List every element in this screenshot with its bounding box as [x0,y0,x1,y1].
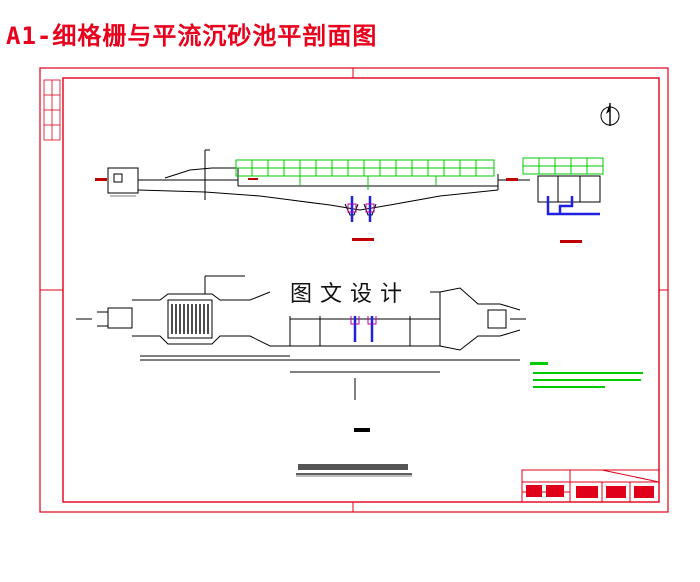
plan-marker [354,428,370,432]
section-hatch [108,192,431,205]
watermark: 图文设计 [270,268,430,316]
handrail-main [235,159,495,190]
detail-pipes [546,196,600,216]
plan-view [97,275,521,400]
notes-block [530,362,643,388]
detail-handrail [522,157,604,175]
screen-bars [171,304,209,334]
page-title: A1-细格栅与平流沉砂池平剖面图 [6,22,378,50]
frame-ticks [40,68,668,512]
title-block-text [526,485,654,498]
revision-strip [43,79,61,141]
drawing-title [296,464,412,477]
watermark-text: 图文设计 [289,282,410,307]
grit-pipes [347,196,375,222]
detail-marker [560,240,582,243]
north-arrow-icon [600,103,620,126]
section-markers [95,178,518,241]
detail-view [537,175,601,203]
